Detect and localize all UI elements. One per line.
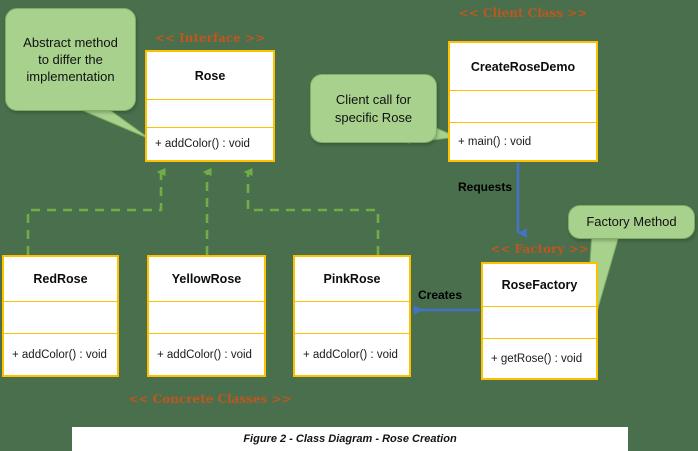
class-attributes-rose [147, 100, 273, 128]
figure-caption-text: Figure 2 - Class Diagram - Rose Creation [243, 433, 457, 445]
operation-addcolor: + addColor() : void [157, 348, 252, 361]
callout-client-call[interactable]: Client call for specific Rose [310, 74, 437, 143]
stereotype-client-class: << Client Class >> [458, 6, 588, 20]
callout-line-1: Abstract method [23, 34, 118, 50]
class-attributes-createrosedemo [450, 91, 596, 123]
class-operations-rose: + addColor() : void [147, 128, 273, 160]
edge-label-requests: Requests [458, 180, 513, 194]
callout-line-2: to differ the [38, 51, 103, 67]
callout-line-1: Factory Method [586, 214, 677, 230]
inheritance-redrose-to-rose [26, 168, 166, 255]
class-operations-redrose: + addColor() : void [4, 334, 117, 375]
class-box-redrose[interactable]: RedRose + addColor() : void [2, 255, 119, 377]
class-name-yellowrose: YellowRose [149, 257, 264, 302]
class-operations-rosefactory: + getRose() : void [483, 339, 596, 378]
class-attributes-redrose [4, 302, 117, 334]
class-name-rosefactory: RoseFactory [483, 264, 596, 307]
stereotype-factory: << Factory >> [490, 242, 589, 256]
class-box-rose[interactable]: Rose + addColor() : void [145, 50, 275, 162]
callout-client-call-text: Client call for specific Rose [335, 91, 412, 125]
class-name-createrosedemo: CreateRoseDemo [450, 43, 596, 91]
operation-addcolor: + addColor() : void [155, 138, 250, 150]
class-operations-yellowrose: + addColor() : void [149, 334, 264, 375]
class-operations-createrosedemo: + main() : void [450, 123, 596, 160]
class-name-rose: Rose [147, 52, 273, 100]
inheritance-pinkrose-to-rose [243, 168, 380, 255]
callout-line-2: specific Rose [334, 109, 413, 125]
class-name-pinkrose: PinkRose [295, 257, 409, 302]
class-box-yellowrose[interactable]: YellowRose + addColor() : void [147, 255, 266, 377]
class-box-rosefactory[interactable]: RoseFactory + getRose() : void [481, 262, 598, 380]
callout-factory-method-text: Factory Method [586, 213, 676, 230]
class-attributes-rosefactory [483, 307, 596, 339]
callout-line-3: implementation [26, 69, 115, 85]
class-box-pinkrose[interactable]: PinkRose + addColor() : void [293, 255, 411, 377]
callout-line-1: Client call for [335, 92, 412, 108]
class-attributes-yellowrose [149, 302, 264, 334]
operation-getrose: + getRose() : void [491, 352, 583, 365]
stereotype-interface: << Interface >> [154, 31, 266, 45]
stereotype-concrete-classes: << Concrete Classes >> [128, 392, 292, 406]
figure-caption-bar: Figure 2 - Class Diagram - Rose Creation [72, 427, 628, 451]
callout-factory-method[interactable]: Factory Method [568, 205, 695, 239]
class-attributes-pinkrose [295, 302, 409, 334]
class-name-redrose: RedRose [4, 257, 117, 302]
edge-label-creates: Creates [418, 288, 463, 302]
operation-main: + main() : void [458, 135, 532, 148]
operation-addcolor: + addColor() : void [303, 348, 398, 361]
callout-abstract-method-text: Abstract method to differ the implementa… [23, 34, 118, 85]
class-box-createrosedemo[interactable]: CreateRoseDemo + main() : void [448, 41, 598, 162]
class-operations-pinkrose: + addColor() : void [295, 334, 409, 375]
callout-abstract-method[interactable]: Abstract method to differ the implementa… [5, 8, 136, 111]
operation-addcolor: + addColor() : void [12, 348, 107, 361]
